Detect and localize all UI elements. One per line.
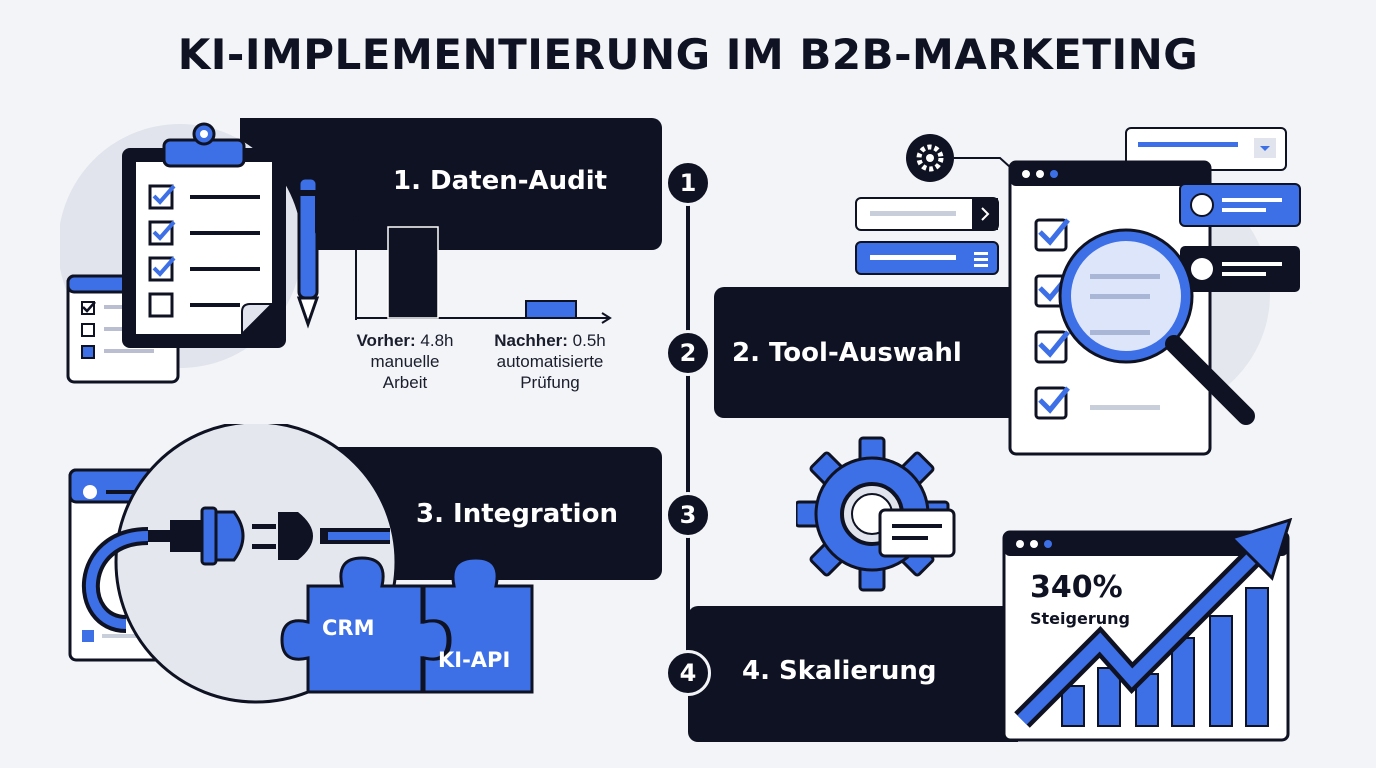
after-line-2: Prüfung	[520, 373, 580, 392]
step-2-bar: 2. Tool-Auswahl	[714, 287, 1010, 418]
magnifier-icon	[1058, 228, 1255, 425]
after-label: Nachher:	[494, 331, 568, 350]
step-1-label: 1. Daten-Audit	[393, 166, 608, 196]
puzzle-icon	[280, 556, 534, 694]
step-4-number: 4	[665, 650, 711, 696]
step-3-number: 3	[665, 492, 711, 538]
after-caption: Nachher: 0.5h automatisierte Prüfung	[478, 330, 622, 393]
step-4-bar: 4. Skalierung	[688, 606, 1018, 742]
puzzle-label-crm: CRM	[322, 616, 375, 640]
timeline-line	[686, 180, 690, 680]
pen-icon	[296, 176, 320, 329]
step-2-number: 2	[665, 330, 711, 376]
before-label: Vorher:	[356, 331, 416, 350]
growth-chart-icon	[1002, 518, 1293, 742]
after-line-1: automatisierte	[496, 352, 604, 371]
puzzle-label-ki-api: KI-API	[438, 648, 511, 672]
metric-value: 340%	[1030, 570, 1123, 605]
bar-after	[525, 300, 577, 319]
bar-before	[387, 226, 439, 319]
after-value: 0.5h	[572, 331, 606, 350]
clipboard-icon	[60, 122, 302, 384]
step-3-label: 3. Integration	[416, 498, 618, 529]
gear-icon	[906, 134, 954, 182]
before-caption: Vorher: 4.8h manuelle Arbeit	[340, 330, 470, 393]
before-value: 4.8h	[420, 331, 454, 350]
step-2-label: 2. Tool-Auswahl	[732, 337, 962, 368]
page-title: KI-IMPLEMENTIERUNG IM B2B-MARKETING	[177, 30, 1199, 79]
step-4-label: 4. Skalierung	[742, 656, 937, 686]
step-1-number: 1	[665, 160, 711, 206]
audit-before-after-chart	[350, 212, 612, 324]
metric-label: Steigerung	[1030, 609, 1130, 628]
settings-gear-icon	[796, 436, 956, 592]
tool-selection-illustration	[855, 127, 1301, 456]
before-line-1: manuelle	[370, 352, 440, 371]
before-line-2: Arbeit	[382, 373, 428, 392]
